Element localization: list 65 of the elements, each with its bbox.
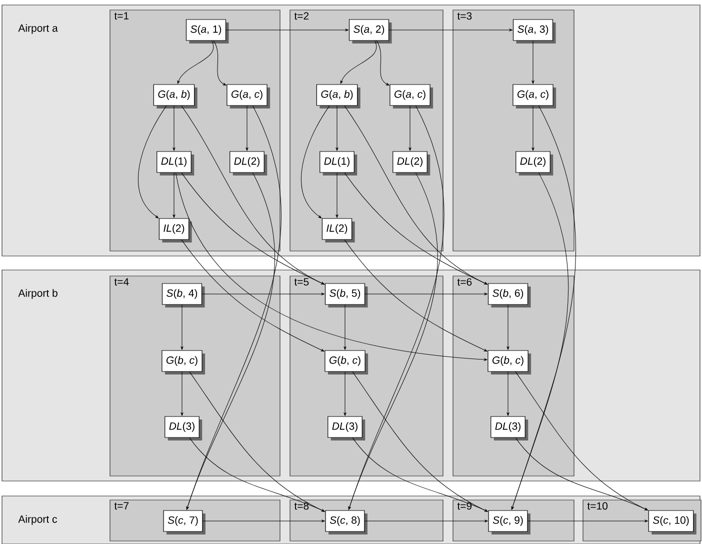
arrow: [408, 106, 412, 151]
arrow: [301, 106, 330, 218]
arrow: [138, 106, 167, 218]
state-box: DL(3): [328, 416, 366, 440]
state-box: DL(2): [392, 151, 430, 176]
state-box: S(b, 6): [488, 283, 531, 308]
state-box: DL(1): [156, 151, 194, 176]
arrow: [511, 172, 569, 510]
state-box: S(a, 2): [348, 19, 392, 44]
state-box: S(b, 4): [162, 283, 205, 308]
arrow: [172, 106, 176, 151]
arrow: [344, 172, 488, 285]
state-box: G(a, b): [153, 84, 198, 108]
arrow: [177, 40, 214, 84]
state-box: IL(2): [158, 218, 192, 242]
arrow: [376, 40, 390, 86]
arrow: [181, 240, 324, 352]
arrow: [506, 304, 510, 350]
state-box: G(a, c): [512, 84, 556, 108]
arrow: [344, 304, 346, 350]
arrow: [336, 172, 338, 218]
arrow: [189, 438, 325, 512]
arrow: [352, 438, 488, 512]
arrow: [344, 372, 346, 416]
arrow: [506, 372, 510, 416]
arrow: [364, 292, 488, 296]
state-box: S(c, 10): [648, 510, 696, 534]
arrow: [202, 520, 325, 522]
arrow: [213, 40, 226, 86]
state-box: DL(2): [516, 151, 554, 176]
arrow: [336, 106, 338, 151]
state-box: S(c, 7): [163, 510, 206, 534]
state-box: DL(1): [320, 151, 358, 176]
arrow: [532, 40, 534, 84]
arrow: [176, 172, 488, 361]
arrow: [226, 28, 348, 32]
arrow: [181, 172, 325, 285]
arrow: [340, 40, 377, 84]
state-box: G(a, b): [316, 84, 360, 108]
arrow: [246, 106, 248, 151]
arrow: [515, 438, 648, 510]
state-box: G(b, c): [162, 350, 206, 374]
arrow: [348, 172, 438, 510]
arrow: [172, 172, 176, 218]
state-box: DL(2): [230, 151, 268, 176]
arrow: [532, 106, 534, 151]
state-box: S(a, 3): [512, 19, 556, 44]
state-box: G(b, c): [488, 350, 532, 374]
arrow: [528, 520, 648, 522]
state-box: G(a, c): [390, 84, 434, 108]
state-box: DL(3): [164, 416, 202, 440]
arrow: [180, 372, 184, 416]
arrow: [186, 172, 276, 510]
state-box: G(b, c): [324, 350, 368, 374]
arrow: [180, 304, 184, 350]
state-box: S(b, 5): [324, 283, 368, 308]
state-box: DL(3): [490, 416, 528, 440]
arrow: [388, 28, 512, 32]
state-box: S(a, 1): [186, 19, 229, 44]
arrow: [202, 292, 324, 296]
state-box: S(c, 9): [488, 510, 530, 534]
state-box: S(c, 8): [325, 510, 368, 534]
state-box: IL(2): [322, 218, 355, 242]
arrow: [364, 520, 488, 522]
state-box: G(a, c): [226, 84, 270, 108]
